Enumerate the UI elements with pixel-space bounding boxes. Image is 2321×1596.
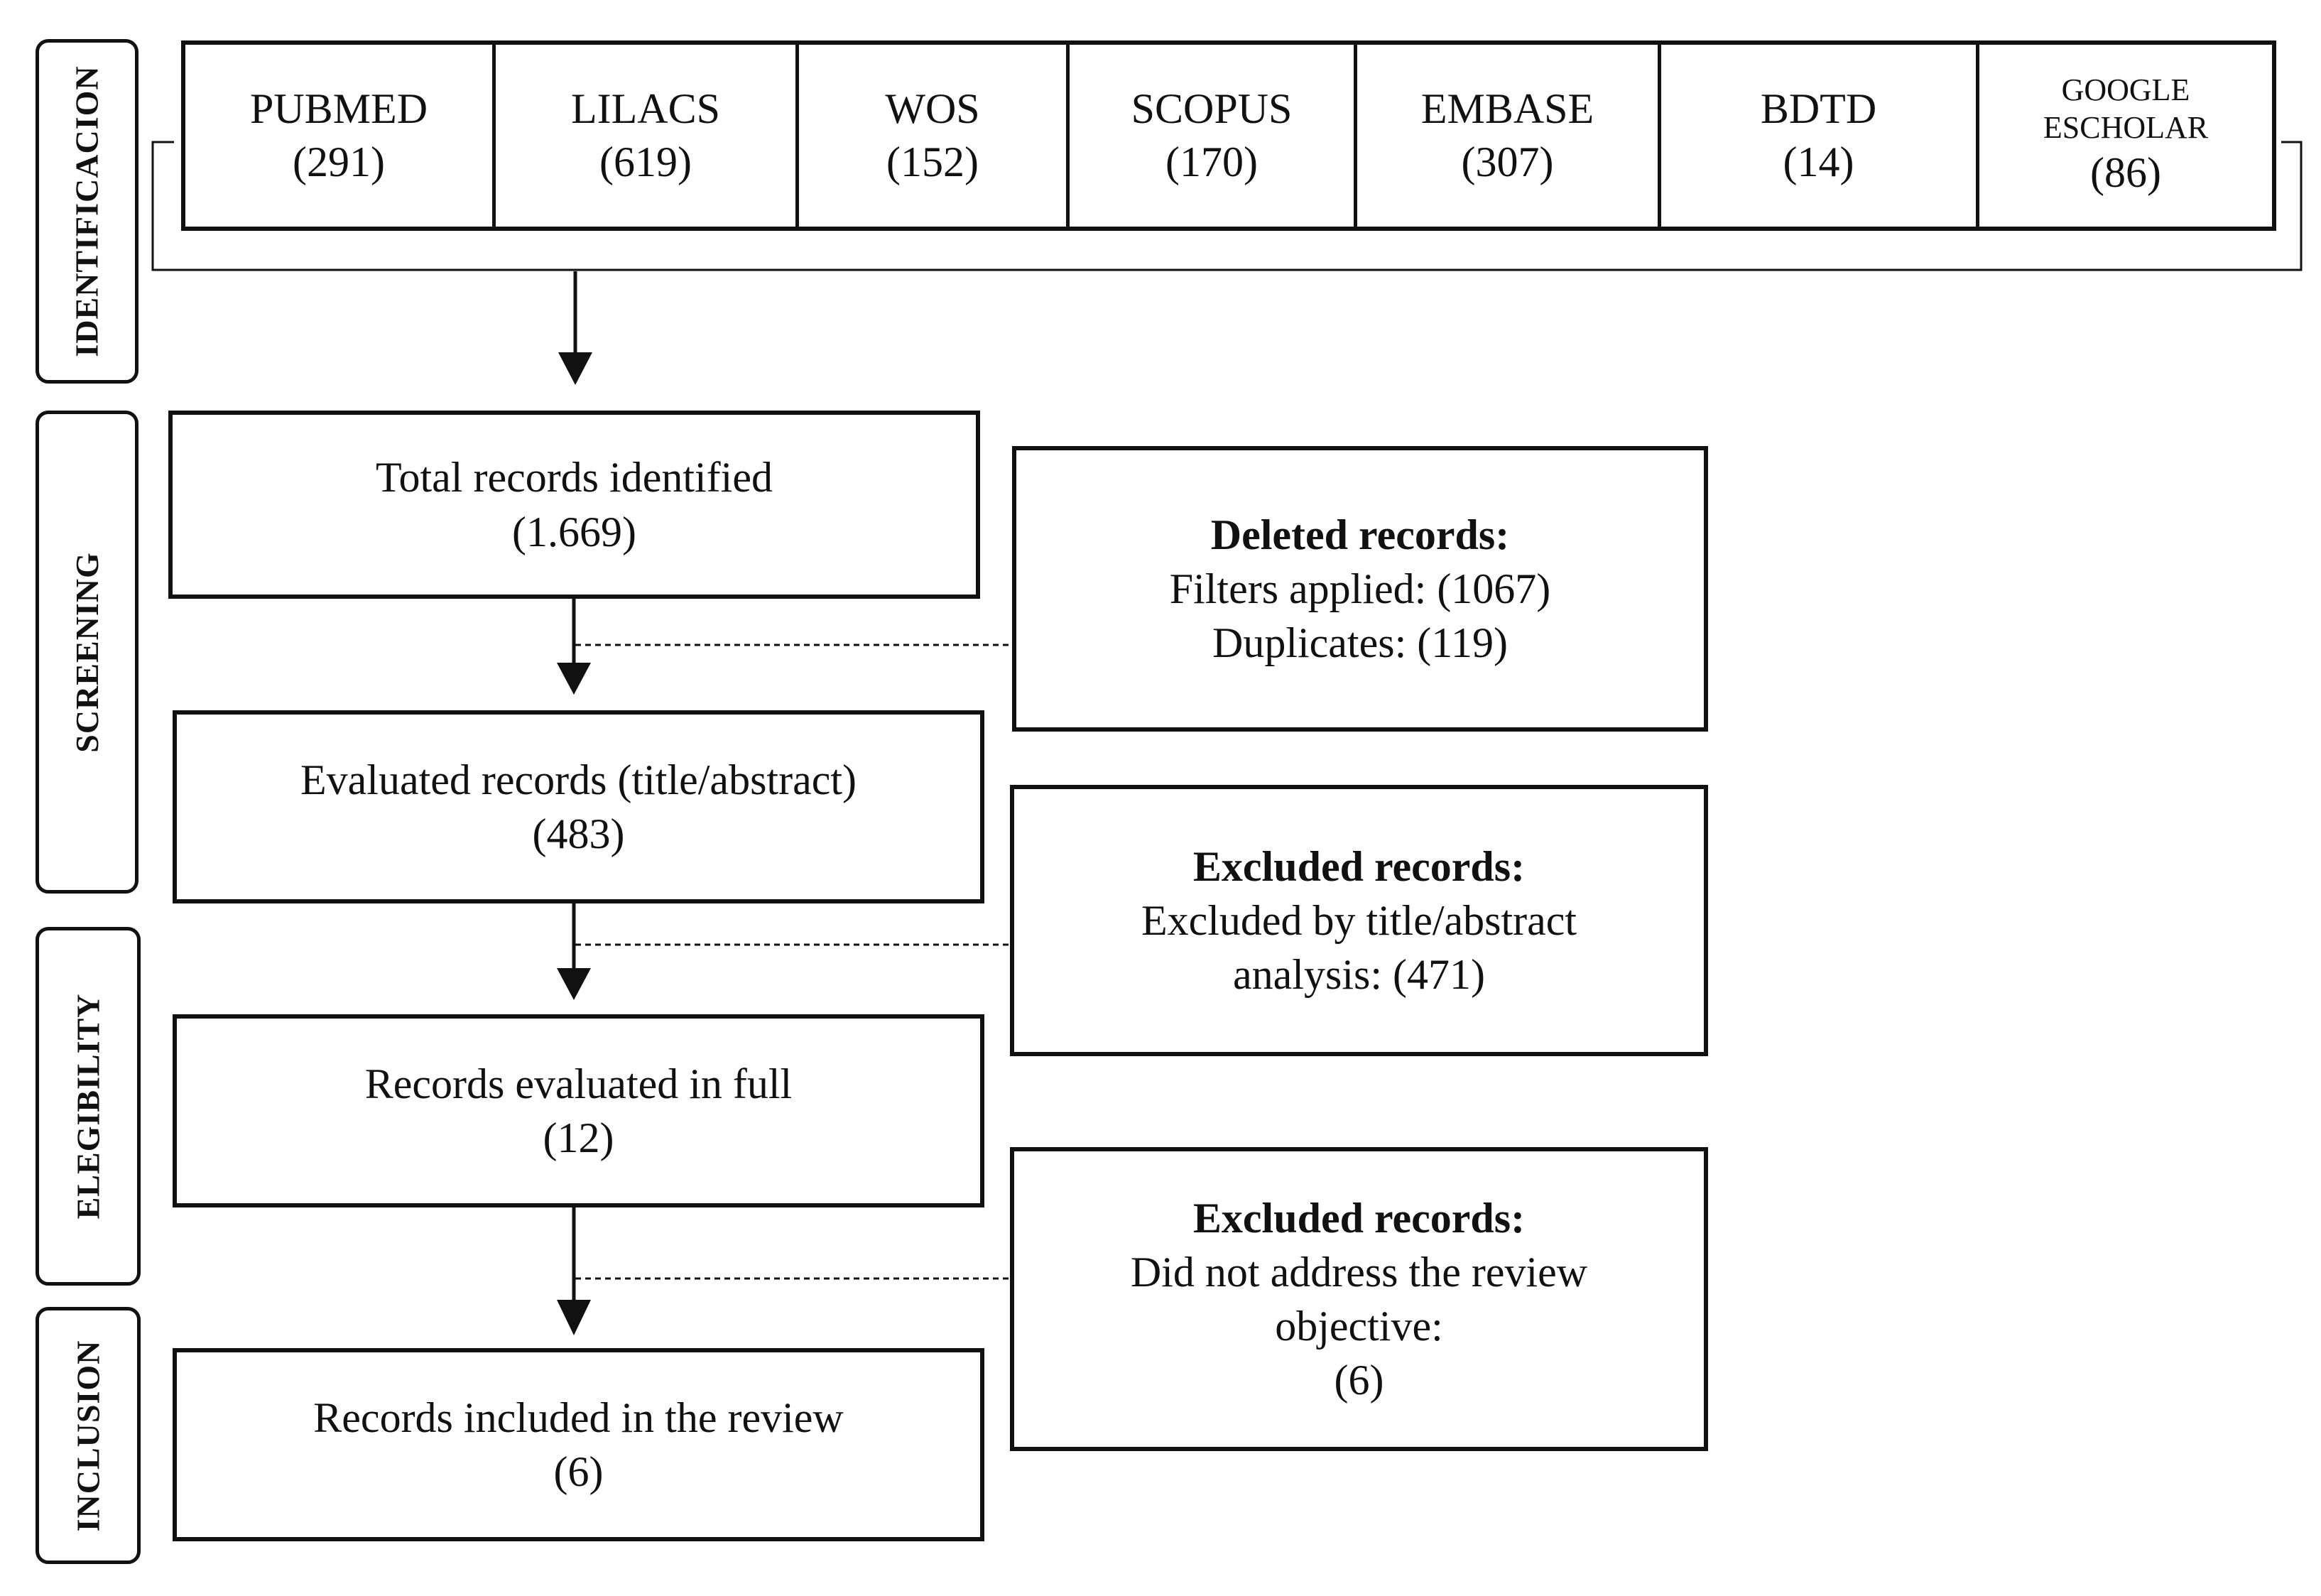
source-name-line2: ESCHOLAR [2043,109,2209,145]
box-records-included: Records included in the review (6) [173,1348,984,1541]
source-wos: WOS (152) [799,45,1070,227]
total-count: (1.669) [512,508,636,555]
source-count: (14) [1783,139,1854,185]
full-label: Records evaluated in full [364,1060,793,1107]
deleted-line1: Filters applied: (1067) [1169,565,1551,612]
box-evaluated-records: Evaluated records (title/abstract) (483) [173,710,984,903]
source-bdtd: BDTD (14) [1661,45,1979,227]
source-name: LILACS [571,85,720,132]
excluded-full-title: Excluded records: [1192,1194,1526,1242]
excluded-abstract-line1: Excluded by title/abstract [1141,896,1577,944]
included-count: (6) [553,1448,604,1495]
source-count: (291) [293,139,385,185]
excluded-abstract-title: Excluded records: [1192,842,1526,890]
stage-eligibility: ELEGIBILITY [36,927,141,1286]
sources-bracket [151,141,2303,271]
source-name: PUBMED [249,85,428,132]
box-deleted-records: Deleted records: Filters applied: (1067)… [1012,446,1708,732]
source-pubmed: PUBMED (291) [185,45,496,227]
evaluated-label: Evaluated records (title/abstract) [300,756,857,803]
stage-screening: SCREENING [36,411,138,894]
arrowhead-1 [558,352,592,385]
total-label: Total records identified [376,454,773,501]
source-embase: EMBASE (307) [1357,45,1661,227]
deleted-line2: Duplicates: (119) [1212,619,1508,667]
source-count: (307) [1461,139,1554,185]
source-count: (170) [1165,139,1258,185]
box-total-records: Total records identified (1.669) [168,411,980,599]
excluded-abstract-line2: analysis: (471) [1233,951,1485,999]
stage-identification: IDENTIFICACION [36,39,138,384]
box-records-full: Records evaluated in full (12) [173,1014,984,1207]
excluded-full-line2: objective: [1275,1303,1443,1350]
source-google-escholar: GOOGLE ESCHOLAR (86) [1979,45,2272,227]
source-count: (86) [2090,149,2161,197]
source-count: (152) [886,139,979,185]
evaluated-count: (483) [532,810,625,857]
included-label: Records included in the review [313,1394,844,1441]
source-name: BDTD [1760,85,1877,132]
sources-row: PUBMED (291) LILACS (619) WOS (152) SCOP… [181,40,2276,231]
full-count: (12) [543,1114,614,1161]
arrowhead-4 [557,1300,591,1335]
source-lilacs: LILACS (619) [496,45,799,227]
source-name: WOS [885,85,980,132]
arrowhead-2 [557,663,591,695]
source-name-line1: GOOGLE [2061,72,2190,107]
excluded-full-line3: (6) [1334,1357,1384,1404]
excluded-full-line1: Did not address the review [1130,1248,1588,1296]
arrowhead-3 [557,968,591,1000]
source-name: SCOPUS [1131,85,1293,132]
source-name: EMBASE [1420,85,1594,132]
source-count: (619) [599,139,692,185]
box-excluded-abstract: Excluded records: Excluded by title/abst… [1010,785,1708,1056]
stage-inclusion: INCLUSION [36,1307,141,1564]
box-excluded-full: Excluded records: Did not address the re… [1010,1147,1708,1451]
deleted-title: Deleted records: [1210,511,1510,558]
source-scopus: SCOPUS (170) [1070,45,1357,227]
